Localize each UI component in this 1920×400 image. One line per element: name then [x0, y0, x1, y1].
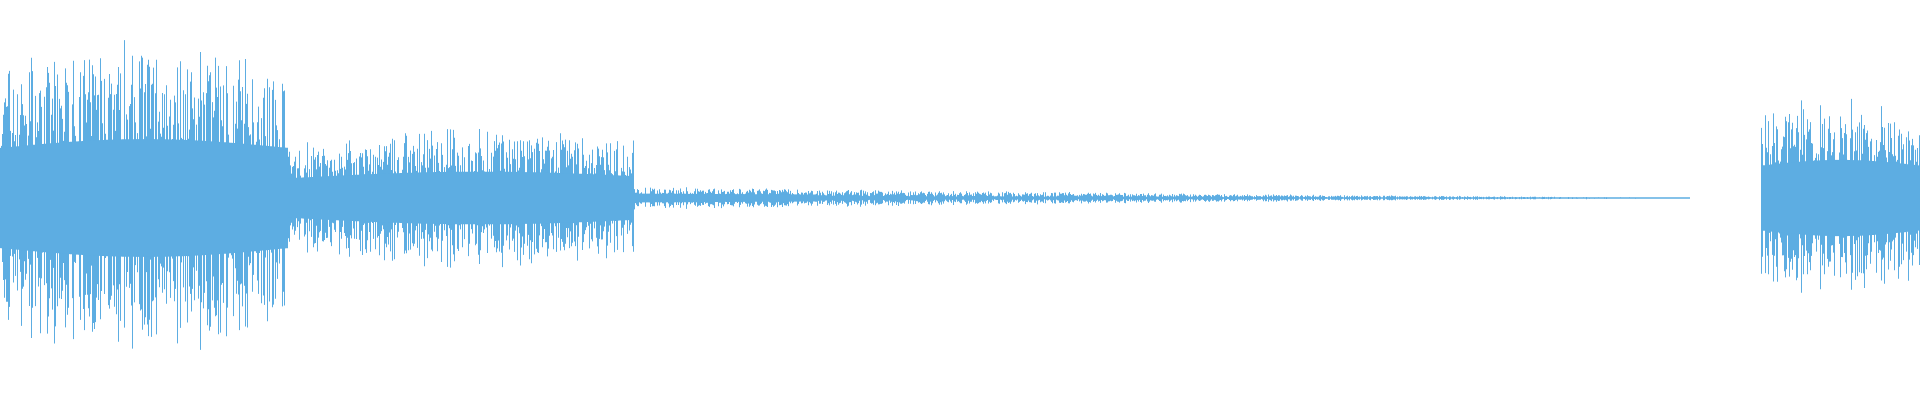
- waveform-lines: [0, 40, 1920, 350]
- waveform-core: [0, 139, 1920, 257]
